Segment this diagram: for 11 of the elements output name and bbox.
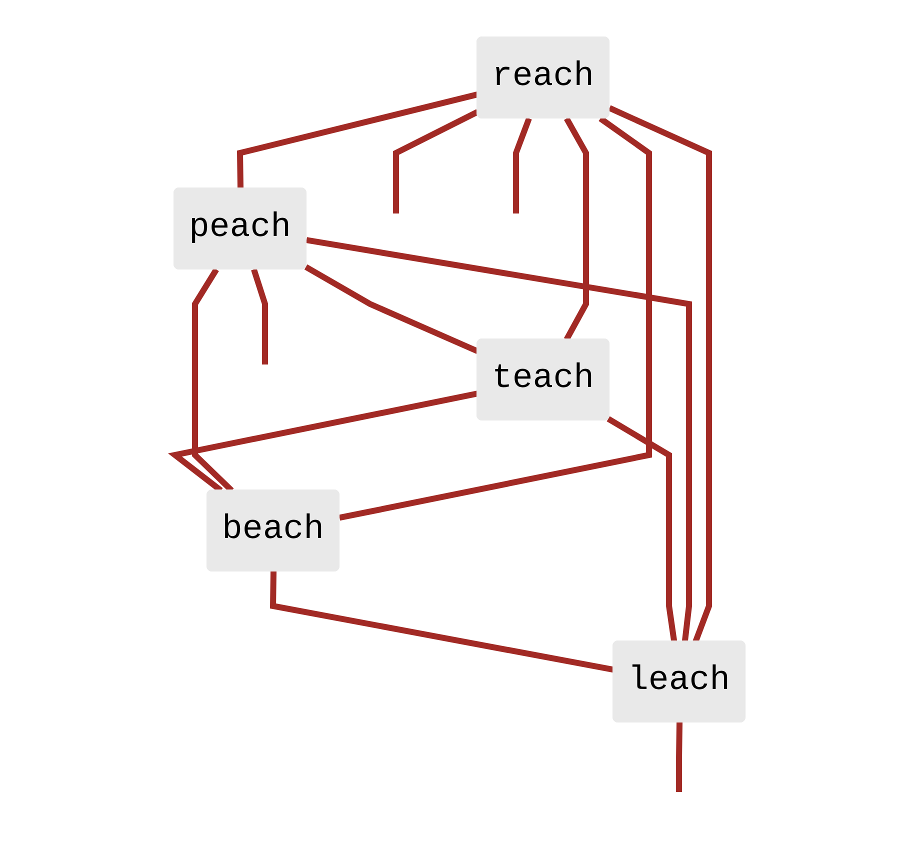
connector [394,108,480,213]
connector [237,91,479,188]
connector [252,268,268,364]
connector [676,722,683,792]
connector [607,416,678,642]
connector [306,236,692,642]
connector [514,116,532,213]
connector [564,116,590,340]
connector [270,570,615,672]
connector [608,104,712,642]
connector [339,116,652,520]
